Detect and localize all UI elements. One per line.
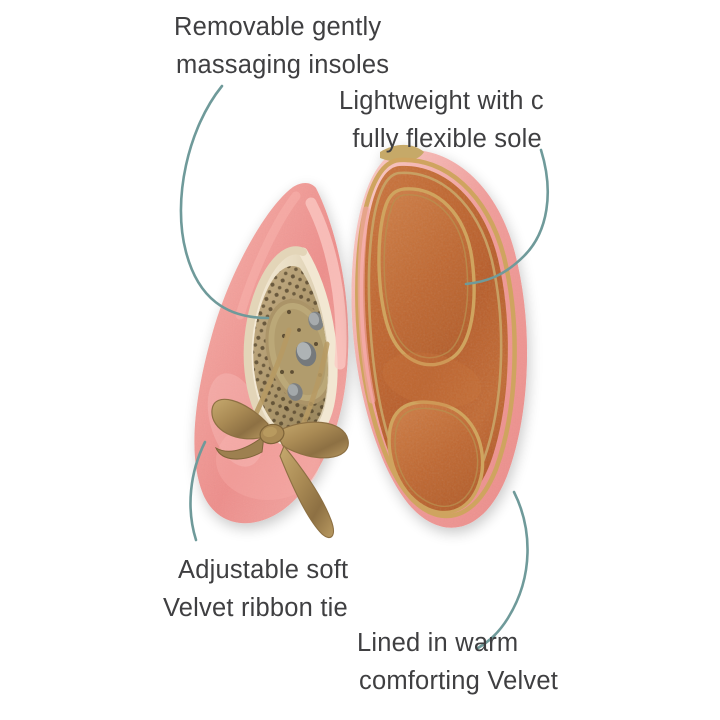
annotation-velvet-lining-line-1: Lined in warm	[357, 629, 519, 657]
annotation-velvet-ribbon-line-2: Velvet ribbon tie	[163, 594, 348, 622]
annotation-velvet-ribbon: Adjustable soft Velvet ribbon tie	[163, 551, 348, 627]
annotation-removable-insoles-line-1: Removable gently	[174, 13, 382, 41]
annotation-removable-insoles: Removable gently massaging insoles	[174, 8, 389, 84]
slipper-sole-up	[351, 144, 528, 528]
velvet-ribbon-bow	[211, 327, 349, 538]
annotation-lightweight-sole-line-2: fully flexible sole	[352, 125, 542, 153]
annotation-removable-insoles-line-2: massaging insoles	[176, 51, 390, 79]
annotation-velvet-lining-line-2: comforting Velvet	[359, 667, 558, 695]
annotation-lightweight-sole-line-1: Lightweight with c	[339, 87, 544, 115]
annotation-velvet-lining: Lined in warm comforting Velvet	[357, 624, 558, 700]
annotation-lightweight-sole: Lightweight with c fully flexible sole	[339, 82, 544, 158]
annotation-velvet-ribbon-line-1: Adjustable soft	[178, 556, 349, 584]
